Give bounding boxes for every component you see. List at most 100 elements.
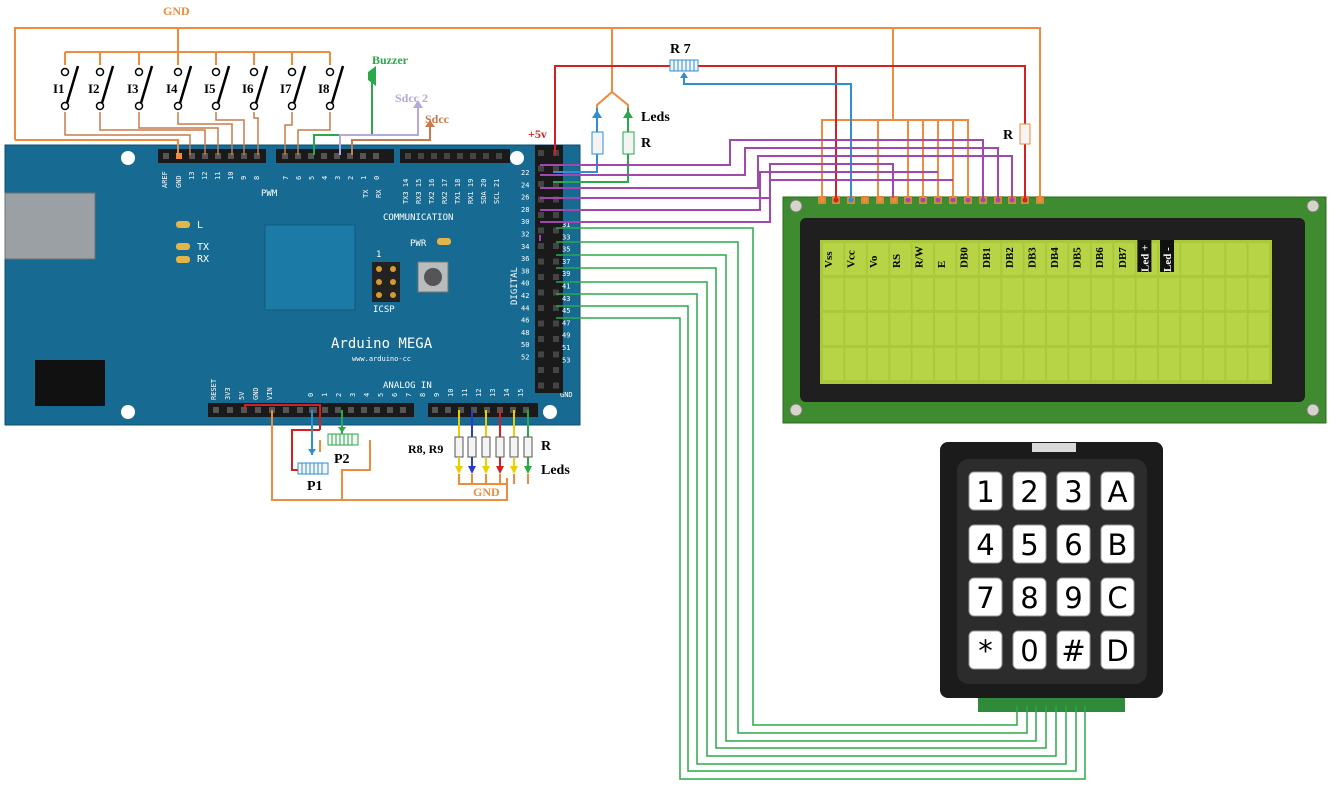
lcd-pin: DB1	[919, 196, 993, 268]
digital-pin-label: 46	[521, 317, 529, 325]
keypad-key-D[interactable]: D	[1100, 630, 1135, 670]
digital-pin-label: 51	[562, 344, 570, 352]
keypad-key-label: 1	[976, 475, 994, 509]
sdcc-label: Sdcc	[425, 112, 450, 126]
digital-pin-label: 33	[562, 233, 570, 241]
pwm-pin-label: 10	[227, 172, 235, 180]
keypad-key-label: #	[1061, 634, 1085, 668]
switch-label: I5	[204, 81, 216, 96]
switch-i2[interactable]: I2	[88, 65, 115, 111]
keypad-key-A[interactable]: A	[1100, 471, 1135, 511]
lcd-pin-label: R/W	[913, 246, 925, 268]
bottom-resistor	[495, 436, 505, 458]
analog-pin-label: 10	[447, 389, 455, 397]
buzzer-label: Buzzer	[372, 53, 409, 67]
reset-button-cap[interactable]	[424, 268, 442, 286]
keypad-key-7[interactable]: 7	[968, 577, 1003, 617]
keypad-key-label: A	[1108, 475, 1128, 509]
power-pin-label: RESET	[210, 378, 218, 400]
switch-i5[interactable]: I5	[204, 65, 231, 111]
lcd-pin-label: E	[936, 261, 948, 268]
switch-i8[interactable]: I8	[318, 65, 345, 111]
switch-i1[interactable]: I1	[53, 65, 80, 111]
lcd-data-wires	[539, 139, 1013, 241]
led-arrow-icon	[468, 466, 476, 474]
bottom-resistor	[509, 436, 519, 458]
digital-pin-label: 40	[521, 280, 529, 288]
keypad-key-0[interactable]: 0	[1012, 630, 1047, 670]
sdcc2-arrow-icon	[413, 100, 423, 108]
lcd-pin-label: Led +	[1139, 245, 1151, 272]
switch-i6[interactable]: I6	[242, 65, 269, 111]
pwm-pin-label: 4	[321, 176, 329, 180]
switch-label: I3	[127, 81, 139, 96]
power-pin-label: 5V	[238, 391, 246, 400]
keypad-key-B[interactable]: B	[1100, 524, 1135, 564]
keypad-key-label: *	[978, 634, 993, 668]
led-arrow-icon	[496, 466, 504, 474]
lcd-pin: DB0	[904, 196, 971, 268]
mount-hole	[543, 405, 557, 419]
digital-pin-label: 37	[562, 258, 570, 266]
lcd-pin: DB3	[949, 196, 1038, 268]
pwm-pin-label: 1	[360, 176, 368, 180]
lcd-pin: DB7	[1008, 196, 1129, 268]
buzzer-icon	[368, 66, 376, 86]
lcd-pin-label: DB3	[1026, 247, 1038, 268]
digital-pin-label: 38	[521, 267, 529, 275]
resistor-led-top-green	[622, 110, 635, 155]
keypad-wire	[556, 293, 1067, 765]
lcd-mount-hole	[1306, 403, 1320, 417]
resistor-led-top-blue	[591, 110, 604, 155]
keypad-key-5[interactable]: 5	[1012, 524, 1047, 564]
analog-pin-label: 14	[503, 389, 511, 397]
keypad-key-1[interactable]: 1	[968, 471, 1003, 511]
keypad-key-9[interactable]: 9	[1056, 577, 1091, 617]
icsp-label: ICSP	[373, 305, 395, 315]
resistor-lcd-r	[1019, 123, 1031, 145]
digital-pin-label: 28	[521, 206, 529, 214]
comm-pin-label: TX2 16	[428, 179, 436, 204]
keypad-key-*[interactable]: *	[968, 630, 1003, 670]
switch-i4[interactable]: I4	[166, 65, 193, 111]
pwm-pin-label: 9	[240, 176, 248, 180]
lcd-pin: DB5	[979, 196, 1084, 268]
keypad-key-C[interactable]: C	[1100, 577, 1135, 617]
analog-pin-label: 6	[391, 393, 399, 397]
digital-pin-label: 35	[562, 246, 570, 254]
comm-pin-label: SCL 21	[493, 179, 501, 204]
keypad-key-#[interactable]: #	[1056, 630, 1091, 670]
keypad-wire	[556, 227, 1018, 726]
analog-pin-label: 3	[349, 393, 357, 397]
communication-label: COMMUNICATION	[383, 213, 453, 223]
digital-pin-label: 32	[521, 231, 529, 239]
keypad-key-label: C	[1107, 581, 1127, 615]
keypad-key-6[interactable]: 6	[1056, 524, 1091, 564]
comm-rx-label: RX	[375, 189, 383, 198]
digital-pin-label: 22	[521, 169, 529, 177]
lcd-pin-label: Vcc	[846, 250, 858, 268]
digital-pin-label: 30	[521, 218, 529, 226]
lcd-pin: R/W	[876, 196, 925, 268]
keypad-key-3[interactable]: 3	[1056, 471, 1091, 511]
keypad-connector	[978, 698, 1125, 712]
digital-pin-label: 45	[562, 307, 570, 315]
keypad-key-8[interactable]: 8	[1012, 577, 1047, 617]
r-bottom-label: R	[541, 439, 552, 454]
keypad-key-2[interactable]: 2	[1012, 471, 1047, 511]
analog-pin-label: 11	[461, 389, 469, 397]
lcd-pin-label: Vo	[868, 255, 880, 268]
digital-pin-label: 52	[521, 354, 529, 362]
digital-pin-label: 24	[521, 181, 529, 189]
board-name: Arduino MEGA	[331, 336, 433, 352]
lcd-pin-label: DB0	[959, 247, 971, 268]
keypad-key-4[interactable]: 4	[968, 524, 1003, 564]
switch-i7[interactable]: I7	[280, 65, 307, 111]
keypad-wires	[556, 227, 1086, 780]
keypad-key-label: 9	[1064, 581, 1082, 615]
lcd-pin-label: DB6	[1094, 247, 1106, 268]
power-pin-label: 3V3	[224, 387, 232, 400]
switch-i3[interactable]: I3	[127, 65, 154, 111]
